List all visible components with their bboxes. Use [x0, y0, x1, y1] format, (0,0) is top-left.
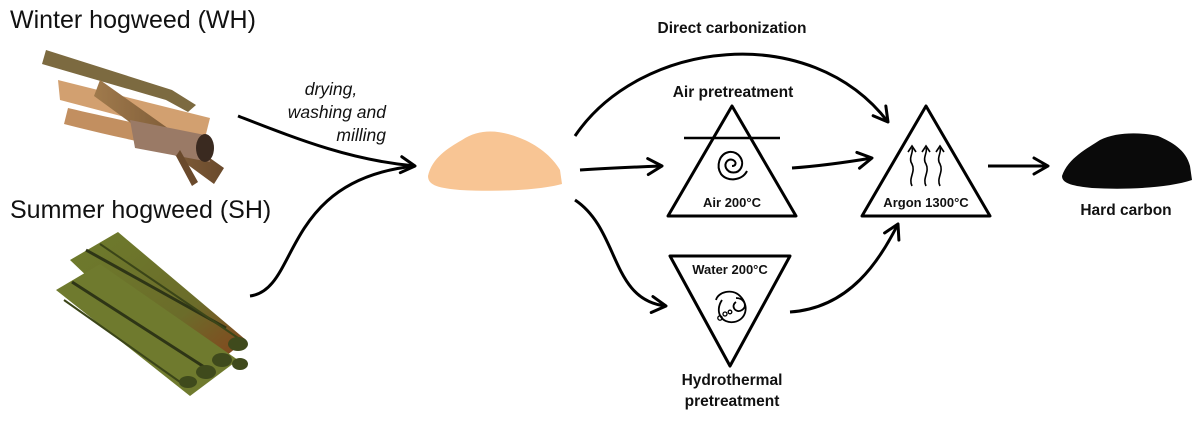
bubbling-spiral-icon: [715, 290, 747, 324]
arrow-direct-carbonization: [573, 52, 890, 137]
heat-waves-icon: [907, 144, 945, 187]
drying-step-line-3: milling: [336, 125, 386, 145]
hydrothermal-label-line-2: pretreatment: [684, 393, 780, 410]
argon-condition-label: Argon 1300°C: [883, 195, 969, 210]
air-pretreatment-triangle: [666, 104, 798, 218]
spiral-icon: [717, 150, 748, 181]
biomass-powder-image: [428, 131, 562, 191]
hard-carbon-label: Hard carbon: [1080, 202, 1172, 219]
winter-hogweed-label: Winter hogweed (WH): [10, 6, 256, 34]
hydrothermal-pretreatment-label: Hydrothermal pretreatment: [682, 370, 783, 412]
argon-carbonization-triangle: [860, 104, 992, 218]
drying-step-line-1: drying,: [304, 79, 358, 99]
summer-hogweed-image: [56, 232, 248, 396]
hydrothermal-label-line-1: Hydrothermal: [681, 372, 783, 389]
water-condition-label: Water 200°C: [692, 262, 768, 277]
drying-step-line-2: washing and: [287, 102, 386, 122]
arrow-powder-to-air: [579, 157, 664, 177]
arrow-water-to-argon: [789, 222, 901, 314]
arrow-sh-to-powder: [249, 164, 416, 298]
arrow-air-to-argon: [791, 150, 874, 170]
direct-carbonization-label: Direct carbonization: [657, 20, 807, 37]
arrow-powder-to-water: [574, 198, 668, 314]
hard-carbon-image: [1062, 133, 1192, 189]
drying-step-label: drying, washing and milling: [276, 78, 386, 147]
hydrothermal-pretreatment-triangle: [668, 254, 792, 368]
air-condition-label: Air 200°C: [703, 195, 761, 210]
air-pretreatment-label: Air pretreatment: [672, 84, 794, 101]
winter-hogweed-image: [42, 50, 224, 186]
arrow-wh-to-powder: [237, 114, 417, 175]
summer-hogweed-label: Summer hogweed (SH): [10, 196, 272, 224]
